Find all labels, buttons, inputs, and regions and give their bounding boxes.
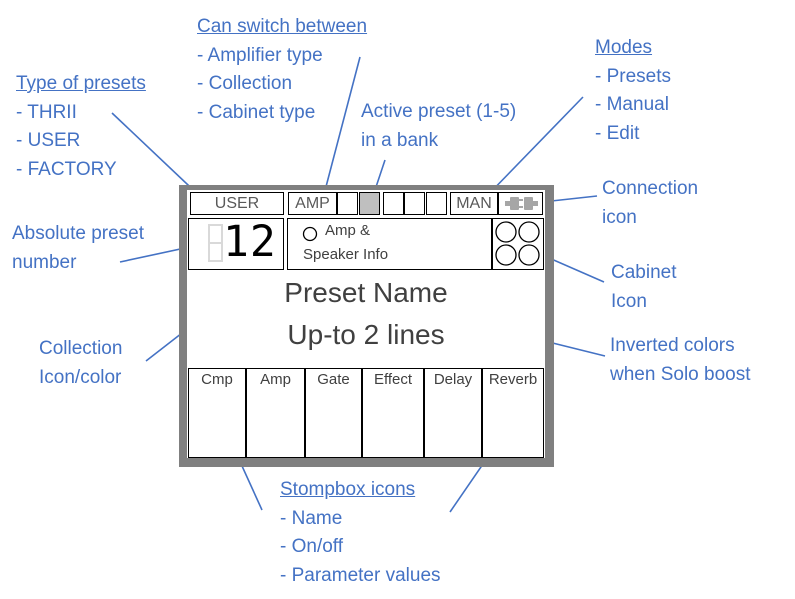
bank-slot-5 bbox=[426, 192, 447, 215]
stompbox-gate[interactable]: Gate bbox=[305, 368, 362, 458]
annotation-line: Icon bbox=[611, 290, 647, 312]
mode-indicator: MAN bbox=[450, 192, 498, 215]
annotation-collection: Collection Icon/color bbox=[39, 335, 122, 392]
annotation-heading: Type of presets bbox=[16, 73, 146, 94]
info-line-2: Speaker Info bbox=[303, 246, 389, 263]
annotation-inverted: Inverted colors when Solo boost bbox=[610, 332, 751, 389]
stompbox-reverb[interactable]: Reverb bbox=[482, 368, 544, 458]
preset-name-line-1: Preset Name bbox=[284, 277, 448, 308]
stompbox-effect[interactable]: Effect bbox=[362, 368, 424, 458]
bank-slot-1 bbox=[337, 192, 358, 215]
annotation-line: Active preset (1-5) bbox=[361, 101, 517, 122]
annotation-cabinet: Cabinet Icon bbox=[611, 259, 677, 316]
annotation-line: Cabinet bbox=[611, 262, 677, 283]
stompbox-label: Cmp bbox=[201, 371, 233, 388]
annotation-absolute-number: Absolute preset number bbox=[12, 220, 144, 277]
annotation-stompbox: Stompbox icons - Name - On/off - Paramet… bbox=[280, 476, 441, 590]
annotation-line: Connection bbox=[602, 178, 699, 199]
annotation-item: - FACTORY bbox=[16, 158, 117, 180]
stompbox-label: Delay bbox=[433, 371, 473, 388]
annotation-line: when Solo boost bbox=[610, 363, 751, 385]
annotation-item: - Edit bbox=[595, 122, 640, 144]
annotation-item: - Parameter values bbox=[280, 564, 441, 586]
stompbox-label: Effect bbox=[373, 371, 413, 388]
stompbox-label: Gate bbox=[317, 371, 350, 388]
annotation-item: - Manual bbox=[595, 94, 669, 115]
stompbox-label: Amp bbox=[260, 371, 291, 388]
bank-slot-3 bbox=[383, 192, 404, 215]
cabinet-speakers-icon bbox=[495, 221, 540, 266]
annotation-item: - Cabinet type bbox=[197, 101, 316, 123]
annotation-item: - THRII bbox=[16, 101, 77, 123]
annotation-line: Absolute preset bbox=[12, 223, 145, 244]
annotation-line: Inverted colors bbox=[610, 335, 735, 356]
info-line-1: Amp & bbox=[325, 222, 371, 239]
annotation-heading: Can switch between bbox=[197, 16, 368, 37]
annotation-item: - On/off bbox=[280, 536, 344, 557]
annotation-item: - USER bbox=[16, 130, 81, 151]
preset-type-box: USER bbox=[190, 192, 284, 215]
stompbox-amp[interactable]: Amp bbox=[246, 368, 305, 458]
stompbox-label: Reverb bbox=[488, 371, 538, 388]
seven-segment-ghost-icon bbox=[208, 224, 223, 262]
bank-slot-4 bbox=[404, 192, 425, 215]
annotation-item: - Presets bbox=[595, 65, 672, 87]
connection-box bbox=[498, 192, 543, 215]
preset-number: 12 bbox=[223, 217, 277, 267]
annotation-line: Icon/color bbox=[39, 366, 122, 388]
annotation-type-of-presets: Type of presets - THRII - USER - FACTORY bbox=[16, 70, 146, 184]
amp-speaker-info-box: Amp & Speaker Info bbox=[287, 218, 492, 270]
annotation-line: icon bbox=[602, 206, 637, 228]
annotation-heading: Modes bbox=[595, 37, 653, 58]
annotation-item: - Name bbox=[280, 507, 343, 529]
annotation-line: number bbox=[12, 251, 77, 273]
annotation-item: - Collection bbox=[197, 73, 293, 94]
annotation-item: - Amplifier type bbox=[197, 44, 323, 66]
annotation-connection: Connection icon bbox=[602, 175, 698, 232]
annotation-modes: Modes - Presets - Manual - Edit bbox=[595, 34, 671, 148]
preset-name: Preset Name Up-to 2 lines bbox=[187, 272, 545, 356]
preset-name-line-2: Up-to 2 lines bbox=[287, 319, 445, 350]
annotation-active-preset: Active preset (1-5) in a bank bbox=[361, 98, 516, 155]
annotation-can-switch: Can switch between - Amplifier type - Co… bbox=[197, 13, 367, 127]
bank-slot-2-active bbox=[359, 192, 380, 215]
annotation-line: in a bank bbox=[361, 129, 439, 151]
stompbox-cmp[interactable]: Cmp bbox=[188, 368, 246, 458]
annotation-heading: Stompbox icons bbox=[280, 479, 416, 500]
preset-number-box: 12 bbox=[188, 217, 284, 270]
cabinet-box[interactable] bbox=[492, 218, 544, 270]
collection-circle-icon bbox=[302, 226, 318, 242]
plug-icon bbox=[505, 197, 538, 210]
stompbox-delay[interactable]: Delay bbox=[424, 368, 482, 458]
amp-selector[interactable]: AMP bbox=[288, 192, 337, 215]
annotation-line: Collection bbox=[39, 338, 123, 359]
